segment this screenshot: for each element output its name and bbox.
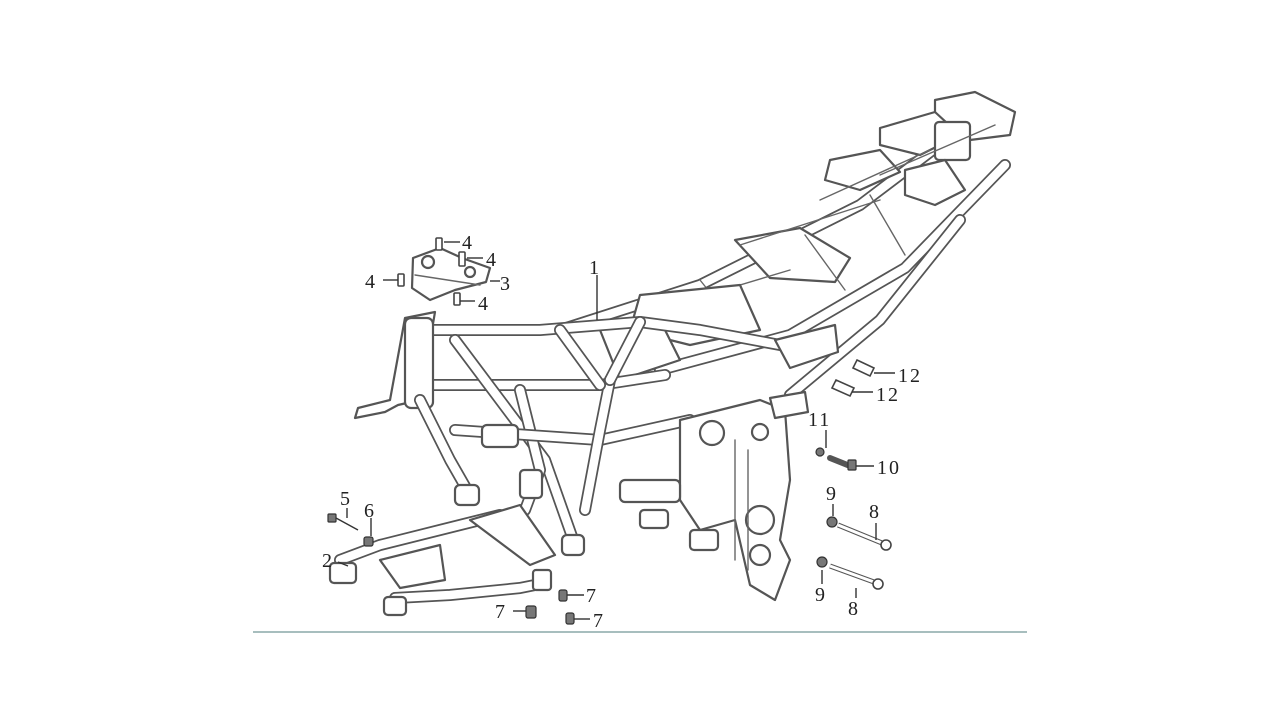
callout-6: 6 xyxy=(364,500,376,522)
bolt-7-set xyxy=(525,589,575,625)
callout-4a: 4 xyxy=(462,232,474,254)
callout-9a: 9 xyxy=(826,483,838,505)
callout-4b: 4 xyxy=(486,249,498,271)
callout-10: 10 xyxy=(877,457,901,479)
callout-1: 1 xyxy=(589,257,601,279)
bolt-8-set xyxy=(829,522,892,590)
nut-9-set xyxy=(816,516,838,568)
callout-5: 5 xyxy=(340,488,352,510)
callout-7a: 7 xyxy=(495,601,507,623)
leader-lines xyxy=(337,241,895,620)
callout-4c: 4 xyxy=(365,271,377,293)
callout-7b: 7 xyxy=(586,585,598,607)
nut-6 xyxy=(363,536,374,547)
washer-11 xyxy=(815,447,825,457)
callout-4d: 4 xyxy=(478,293,490,315)
callout-3: 3 xyxy=(500,273,512,295)
bolt-10 xyxy=(827,455,857,471)
callout-7c: 7 xyxy=(593,610,605,632)
callout-12a: 12 xyxy=(898,365,922,387)
callout-8a: 8 xyxy=(869,501,881,523)
callout-8b: 8 xyxy=(848,598,860,620)
main-frame xyxy=(353,90,1017,602)
callout-labels: 1 2 3 4 4 4 4 5 6 7 7 7 8 8 9 9 10 11 12… xyxy=(322,232,922,632)
callout-2: 2 xyxy=(322,550,334,572)
callout-12b: 12 xyxy=(876,384,900,406)
engine-hanger-bracket xyxy=(410,246,492,302)
bolt-5 xyxy=(327,513,359,531)
bushing-12-set xyxy=(830,358,876,398)
callout-11: 11 xyxy=(808,409,831,431)
bolt-set-4 xyxy=(397,237,466,306)
callout-9b: 9 xyxy=(815,584,827,606)
engine-guard-bracket xyxy=(328,503,557,617)
